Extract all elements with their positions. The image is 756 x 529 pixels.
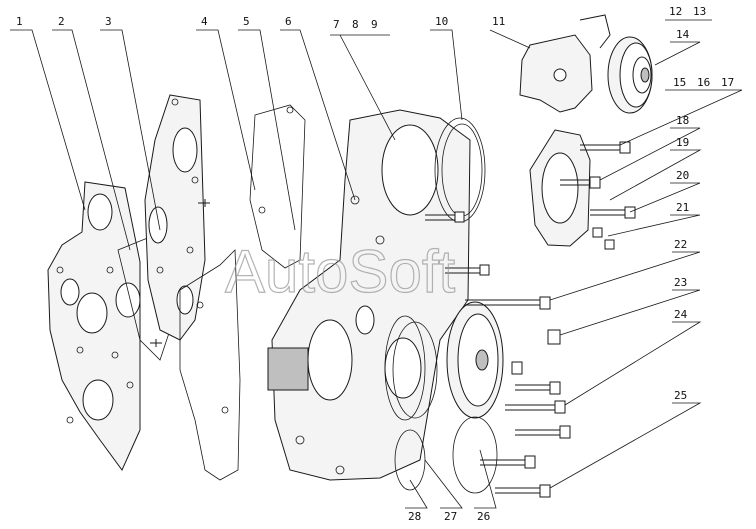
callout-26: 26 [477, 510, 490, 523]
callout-27: 27 [444, 510, 457, 523]
callout-19: 19 [676, 136, 689, 149]
callout-9: 9 [371, 18, 378, 31]
callout-7: 7 [333, 18, 340, 31]
part-gasket-2 [249, 104, 306, 269]
bolt [505, 400, 566, 414]
bolt [515, 381, 561, 395]
callout-22: 22 [674, 238, 687, 251]
callout-14: 14 [676, 28, 690, 41]
bolt [592, 227, 603, 238]
bolt [495, 484, 551, 498]
bolts [425, 141, 636, 498]
watermark-text: AutoSoft [225, 238, 455, 305]
callout-2: 2 [58, 15, 65, 28]
callout-5: 5 [243, 15, 250, 28]
callout-21: 21 [676, 201, 689, 214]
callout-20: 20 [676, 169, 689, 182]
callout-18: 18 [676, 114, 689, 127]
callout-17: 17 [721, 76, 734, 89]
part-intermediate-plate [144, 94, 210, 347]
bolt [547, 329, 561, 345]
part-bracket [519, 14, 611, 113]
bolt [604, 239, 615, 250]
bolt [560, 176, 601, 189]
callout-15: 15 [673, 76, 686, 89]
part-front-plate [47, 181, 141, 471]
callout-12: 12 [669, 5, 682, 18]
callout-6: 6 [285, 15, 292, 28]
bolt [511, 361, 523, 375]
callout-10: 10 [435, 15, 448, 28]
callout-1: 1 [16, 15, 23, 28]
bolt [445, 264, 490, 276]
callout-11: 11 [492, 15, 505, 28]
part-thin-cover [179, 249, 241, 481]
callout-13: 13 [693, 5, 706, 18]
callout-28: 28 [408, 510, 421, 523]
part-timing-housing [267, 109, 471, 481]
callout-4: 4 [201, 15, 208, 28]
bolt [465, 296, 551, 310]
callout-8: 8 [352, 18, 359, 31]
callout-24: 24 [674, 308, 688, 321]
leader-lines [10, 19, 743, 509]
bolt [425, 211, 465, 223]
callout-23: 23 [674, 276, 687, 289]
bolt [515, 425, 571, 439]
callout-25: 25 [674, 389, 687, 402]
callout-3: 3 [105, 15, 112, 28]
callout-16: 16 [697, 76, 710, 89]
part-front-cover [446, 301, 504, 494]
part-pulley [607, 36, 653, 114]
bolt [590, 206, 636, 219]
bolt [580, 141, 631, 154]
bolt [480, 455, 536, 469]
part-cover-plate [529, 129, 591, 247]
